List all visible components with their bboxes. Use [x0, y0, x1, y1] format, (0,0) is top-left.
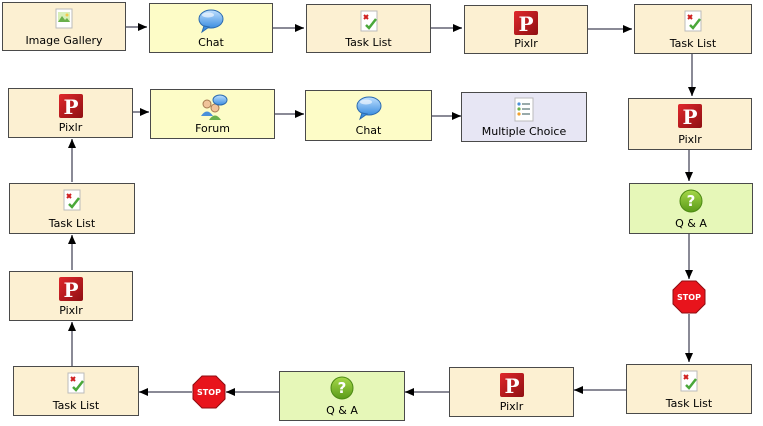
node-task-list[interactable]: Task List [13, 366, 139, 416]
svg-text:P: P [518, 12, 533, 36]
multiple-choice-icon [514, 97, 534, 122]
node-chat[interactable]: Chat [149, 3, 273, 53]
svg-text:?: ? [338, 379, 347, 397]
node-task-list[interactable]: Task List [626, 364, 752, 414]
pixlr-icon: P [59, 277, 83, 302]
node-label: Multiple Choice [481, 125, 567, 138]
question-icon: ? [330, 376, 354, 400]
pixlr-icon: P [514, 11, 538, 36]
node-label: Task List [665, 397, 713, 410]
task-list-icon [63, 189, 81, 211]
stop-label: STOP [197, 387, 221, 397]
node-label: Task List [52, 399, 100, 412]
node-multiple-choice[interactable]: Multiple Choice [461, 92, 587, 142]
stop-sign[interactable]: STOP [192, 375, 226, 409]
node-q-and-a[interactable]: ? Q & A [279, 371, 405, 421]
node-label: Forum [195, 122, 230, 135]
forum-icon [200, 94, 227, 120]
stop-sign[interactable]: STOP [672, 280, 706, 314]
question-icon: ? [679, 189, 703, 213]
node-task-list[interactable]: Task List [9, 183, 135, 234]
node-label: Chat [198, 36, 224, 49]
stop-sign-icon [672, 280, 706, 314]
node-label: Pixlr [59, 304, 83, 317]
svg-text:?: ? [687, 192, 696, 210]
stop-sign-icon [192, 375, 226, 409]
node-pixlr[interactable]: P Pixlr [464, 5, 588, 54]
task-list-icon [67, 372, 85, 394]
pixlr-icon: P [678, 104, 702, 129]
node-label: Pixlr [678, 133, 702, 146]
node-label: Q & A [326, 404, 358, 417]
node-label: Image Gallery [25, 34, 103, 47]
node-label: Pixlr [499, 400, 524, 413]
chat-bubble-icon [198, 9, 224, 34]
pixlr-icon: P [499, 373, 524, 398]
svg-text:P: P [63, 95, 78, 119]
node-label: Q & A [675, 217, 707, 230]
node-forum[interactable]: Forum [150, 89, 275, 139]
node-label: Task List [48, 217, 96, 230]
node-pixlr[interactable]: P Pixlr [628, 98, 752, 150]
svg-text:P: P [682, 105, 697, 129]
svg-text:P: P [504, 374, 519, 398]
node-pixlr[interactable]: P Pixlr [9, 271, 133, 321]
chat-bubble-icon [356, 96, 381, 121]
task-list-icon [684, 10, 702, 32]
node-q-and-a[interactable]: ? Q & A [629, 183, 753, 234]
node-chat[interactable]: Chat [305, 90, 432, 141]
task-list-icon [680, 370, 698, 392]
node-image-gallery[interactable]: Image Gallery [2, 2, 126, 51]
node-label: Pixlr [514, 37, 538, 50]
svg-text:P: P [63, 278, 78, 302]
node-task-list[interactable]: Task List [306, 4, 431, 53]
node-label: Task List [669, 37, 717, 50]
stop-label: STOP [677, 292, 701, 302]
pixlr-icon: P [58, 94, 83, 119]
image-gallery-icon [55, 8, 73, 29]
node-pixlr[interactable]: P Pixlr [449, 367, 574, 417]
node-task-list[interactable]: Task List [634, 4, 752, 54]
node-label: Pixlr [58, 121, 83, 134]
node-label: Task List [345, 36, 392, 49]
node-pixlr[interactable]: P Pixlr [8, 88, 133, 138]
task-list-icon [360, 10, 377, 32]
node-label: Chat [355, 124, 382, 137]
